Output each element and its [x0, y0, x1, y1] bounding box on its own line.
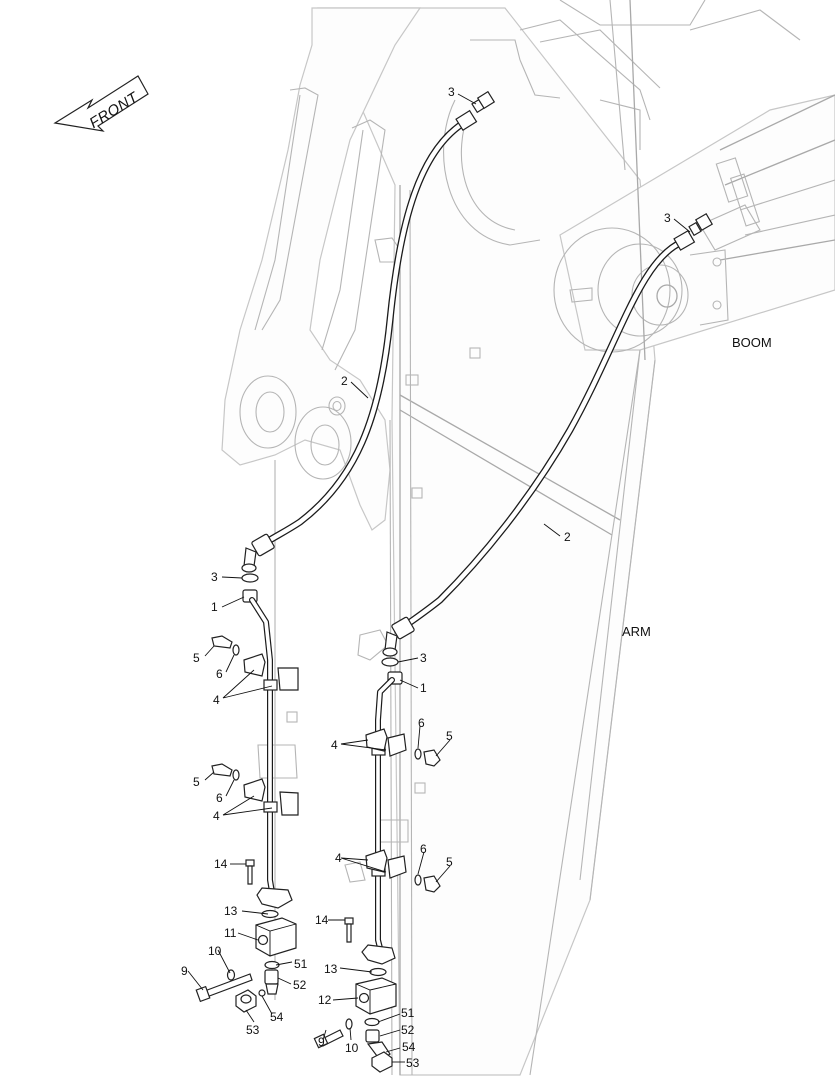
callout-1-left: 1 — [211, 600, 218, 614]
callout-52-left: 52 — [293, 978, 307, 992]
callout-10-right: 10 — [345, 1041, 359, 1055]
callout-3-left: 3 — [211, 570, 218, 584]
block-12 — [355, 977, 397, 1015]
link-pin-left — [239, 375, 297, 449]
callout-6-right-upper: 6 — [418, 716, 425, 730]
callout-13-right: 13 — [324, 962, 338, 976]
callout-12: 12 — [318, 993, 332, 1007]
callout-3-right: 3 — [420, 651, 427, 665]
link-pin-right — [294, 406, 352, 480]
machine-structure — [221, 0, 835, 1076]
callout-53-right: 53 — [406, 1056, 420, 1070]
callout-4-right-lower: 4 — [335, 851, 342, 865]
callout-11: 11 — [224, 926, 237, 940]
clamps-right — [344, 728, 441, 943]
arm-body — [317, 7, 656, 1076]
boom-label: BOOM — [732, 335, 772, 350]
hose-left — [258, 118, 469, 549]
clamps-left — [211, 635, 299, 885]
link-plate-left — [221, 7, 422, 531]
leader-lines — [187, 93, 691, 1063]
callout-5-right-lower: 5 — [446, 855, 453, 869]
hose-right — [398, 238, 686, 632]
callout-1-right: 1 — [420, 681, 427, 695]
callout-53-left: 53 — [246, 1023, 260, 1037]
callout-51-right: 51 — [401, 1006, 415, 1020]
callout-14-right: 14 — [315, 913, 329, 927]
callout-6-right-lower: 6 — [420, 842, 427, 856]
callout-6-left-upper: 6 — [216, 667, 223, 681]
callout-3-top-left: 3 — [448, 85, 455, 99]
callout-4-left-upper: 4 — [213, 693, 220, 707]
callout-14-left: 14 — [214, 857, 228, 871]
callout-2-left-hose: 2 — [341, 374, 348, 388]
block-11 — [255, 917, 297, 957]
callout-5-left-upper: 5 — [193, 651, 200, 665]
callout-13-left: 13 — [224, 904, 238, 918]
callout-5-left-lower: 5 — [193, 775, 200, 789]
callout-3-top-right: 3 — [664, 211, 671, 225]
callout-51-left: 51 — [294, 957, 308, 971]
callout-9-left: 9 — [181, 964, 188, 978]
front-arrow: FRONT — [53, 75, 149, 132]
arm-label: ARM — [622, 624, 651, 639]
callout-10-left: 10 — [208, 944, 222, 958]
callout-5-right-upper: 5 — [446, 729, 453, 743]
callout-4-right-upper: 4 — [331, 738, 338, 752]
callout-54-right: 54 — [402, 1040, 416, 1054]
callout-9-right: 9 — [318, 1035, 325, 1049]
front-arrow-icon — [53, 75, 149, 132]
o-ring-left-3 — [241, 573, 259, 583]
callout-6-left-lower: 6 — [216, 791, 223, 805]
hose-fittings — [241, 90, 714, 657]
callout-52-right: 52 — [401, 1023, 415, 1037]
callout-2-right-hose: 2 — [564, 530, 571, 544]
callout-54-left: 54 — [270, 1010, 284, 1024]
callout-labels: 3 3 2 2 3 1 5 6 4 5 6 4 14 13 11 10 9 51… — [181, 85, 671, 1070]
callout-4-left-lower: 4 — [213, 809, 220, 823]
